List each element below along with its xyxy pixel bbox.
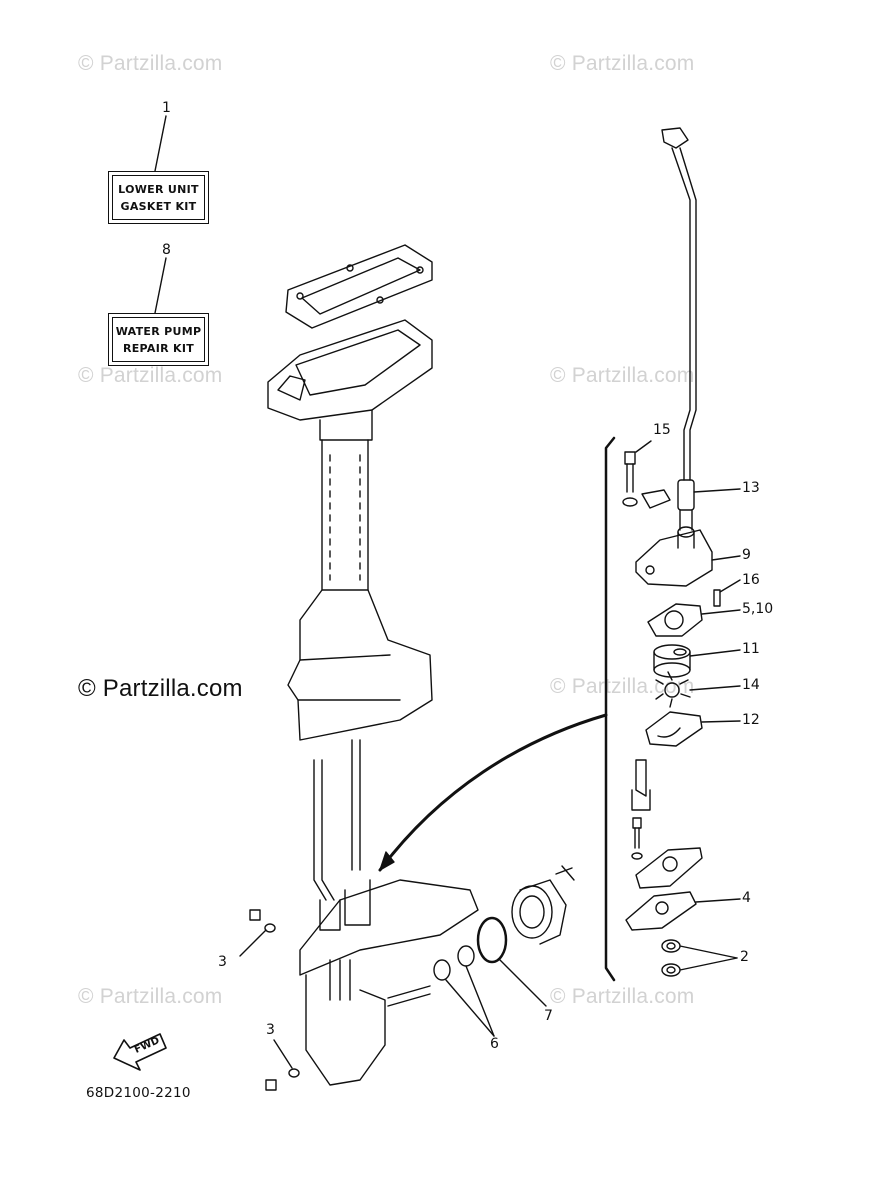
leader-4 bbox=[695, 898, 741, 903]
callout-12: 12 bbox=[742, 712, 760, 728]
spacer-part bbox=[433, 945, 475, 981]
pump-cartridge-part bbox=[653, 644, 691, 678]
callout-14: 14 bbox=[742, 677, 760, 693]
diagram-code: 68D2100-2210 bbox=[86, 1085, 191, 1101]
water-tube-long-part bbox=[661, 127, 697, 531]
upper-housing-part bbox=[267, 319, 433, 441]
callout-3-lower: 3 bbox=[266, 1022, 275, 1038]
callout-13: 13 bbox=[742, 480, 760, 496]
leader-14 bbox=[689, 685, 741, 691]
watermark-top-right: © Partzilla.com bbox=[550, 52, 695, 75]
drive-shaft-spline-part bbox=[631, 759, 651, 811]
assembly-arrow bbox=[378, 713, 608, 872]
leader-6b bbox=[445, 979, 495, 1037]
dowel-pin-part bbox=[713, 589, 721, 607]
drain-screw-part bbox=[249, 909, 300, 1091]
callout-5-10: 5,10 bbox=[742, 601, 774, 617]
kit-label-line2: REPAIR KIT bbox=[122, 341, 195, 355]
leader-5-10 bbox=[701, 609, 741, 615]
watermark-top-left: © Partzilla.com bbox=[78, 52, 223, 75]
kit-label-line1: WATER PUMP bbox=[115, 324, 202, 338]
watermark-bottom-right: © Partzilla.com bbox=[550, 985, 695, 1008]
leader-13 bbox=[693, 488, 741, 493]
bearing-housing-part bbox=[511, 865, 575, 945]
oil-seal-part bbox=[661, 939, 681, 977]
leader-7 bbox=[499, 959, 547, 1007]
callout-3-upper: 3 bbox=[218, 954, 227, 970]
leader-16 bbox=[719, 579, 741, 593]
leader-12 bbox=[701, 720, 741, 723]
kit-label-line1: LOWER UNIT bbox=[118, 182, 199, 196]
bolt-15-part bbox=[622, 451, 671, 509]
callout-16: 16 bbox=[742, 572, 760, 588]
impeller-part bbox=[655, 671, 691, 708]
watermark-mid-right: © Partzilla.com bbox=[550, 364, 695, 387]
top-gasket-part bbox=[285, 244, 433, 329]
callout-2: 2 bbox=[740, 949, 749, 965]
callout-8: 8 bbox=[162, 242, 171, 258]
drive-shaft-housing-part bbox=[287, 439, 433, 741]
leader-2a bbox=[679, 945, 738, 959]
pump-housing-part bbox=[635, 526, 713, 587]
fwd-arrow-icon bbox=[113, 1033, 167, 1071]
water-tube-part bbox=[313, 739, 361, 901]
leader-line-1 bbox=[154, 115, 167, 172]
kit-label-line2: GASKET KIT bbox=[120, 199, 197, 213]
callout-4: 4 bbox=[742, 890, 751, 906]
leader-9 bbox=[711, 555, 741, 561]
arrow-head bbox=[379, 851, 395, 871]
o-ring-part bbox=[476, 916, 508, 964]
gasket-part bbox=[647, 603, 703, 637]
leader-6a bbox=[465, 965, 495, 1037]
callout-9: 9 bbox=[742, 547, 751, 563]
callout-7: 7 bbox=[544, 1008, 553, 1024]
watermark-mid-left: © Partzilla.com bbox=[78, 364, 223, 387]
water-pump-repair-kit-box: WATER PUMP REPAIR KIT bbox=[108, 313, 209, 366]
water-pump-bracket bbox=[604, 436, 616, 982]
callout-11: 11 bbox=[742, 641, 760, 657]
lower-unit-gasket-kit-box: LOWER UNIT GASKET KIT bbox=[108, 171, 209, 224]
leader-3b bbox=[273, 1039, 293, 1069]
lower-casing-part bbox=[299, 879, 479, 1086]
gasket-4-part bbox=[625, 891, 697, 931]
callout-1: 1 bbox=[162, 100, 171, 116]
leader-2b bbox=[679, 957, 738, 971]
watermark-bottom-left: © Partzilla.com bbox=[78, 985, 223, 1008]
outer-plate-part bbox=[645, 711, 703, 747]
propeller-shaft-part bbox=[387, 985, 431, 1007]
callout-6: 6 bbox=[490, 1036, 499, 1052]
leader-line-8 bbox=[154, 257, 167, 314]
pump-base-part bbox=[631, 817, 703, 889]
leader-11 bbox=[689, 649, 741, 657]
callout-15: 15 bbox=[653, 422, 671, 438]
watermark-center-left: © Partzilla.com bbox=[78, 675, 243, 702]
leader-15 bbox=[635, 440, 652, 453]
leader-3a bbox=[239, 929, 267, 957]
